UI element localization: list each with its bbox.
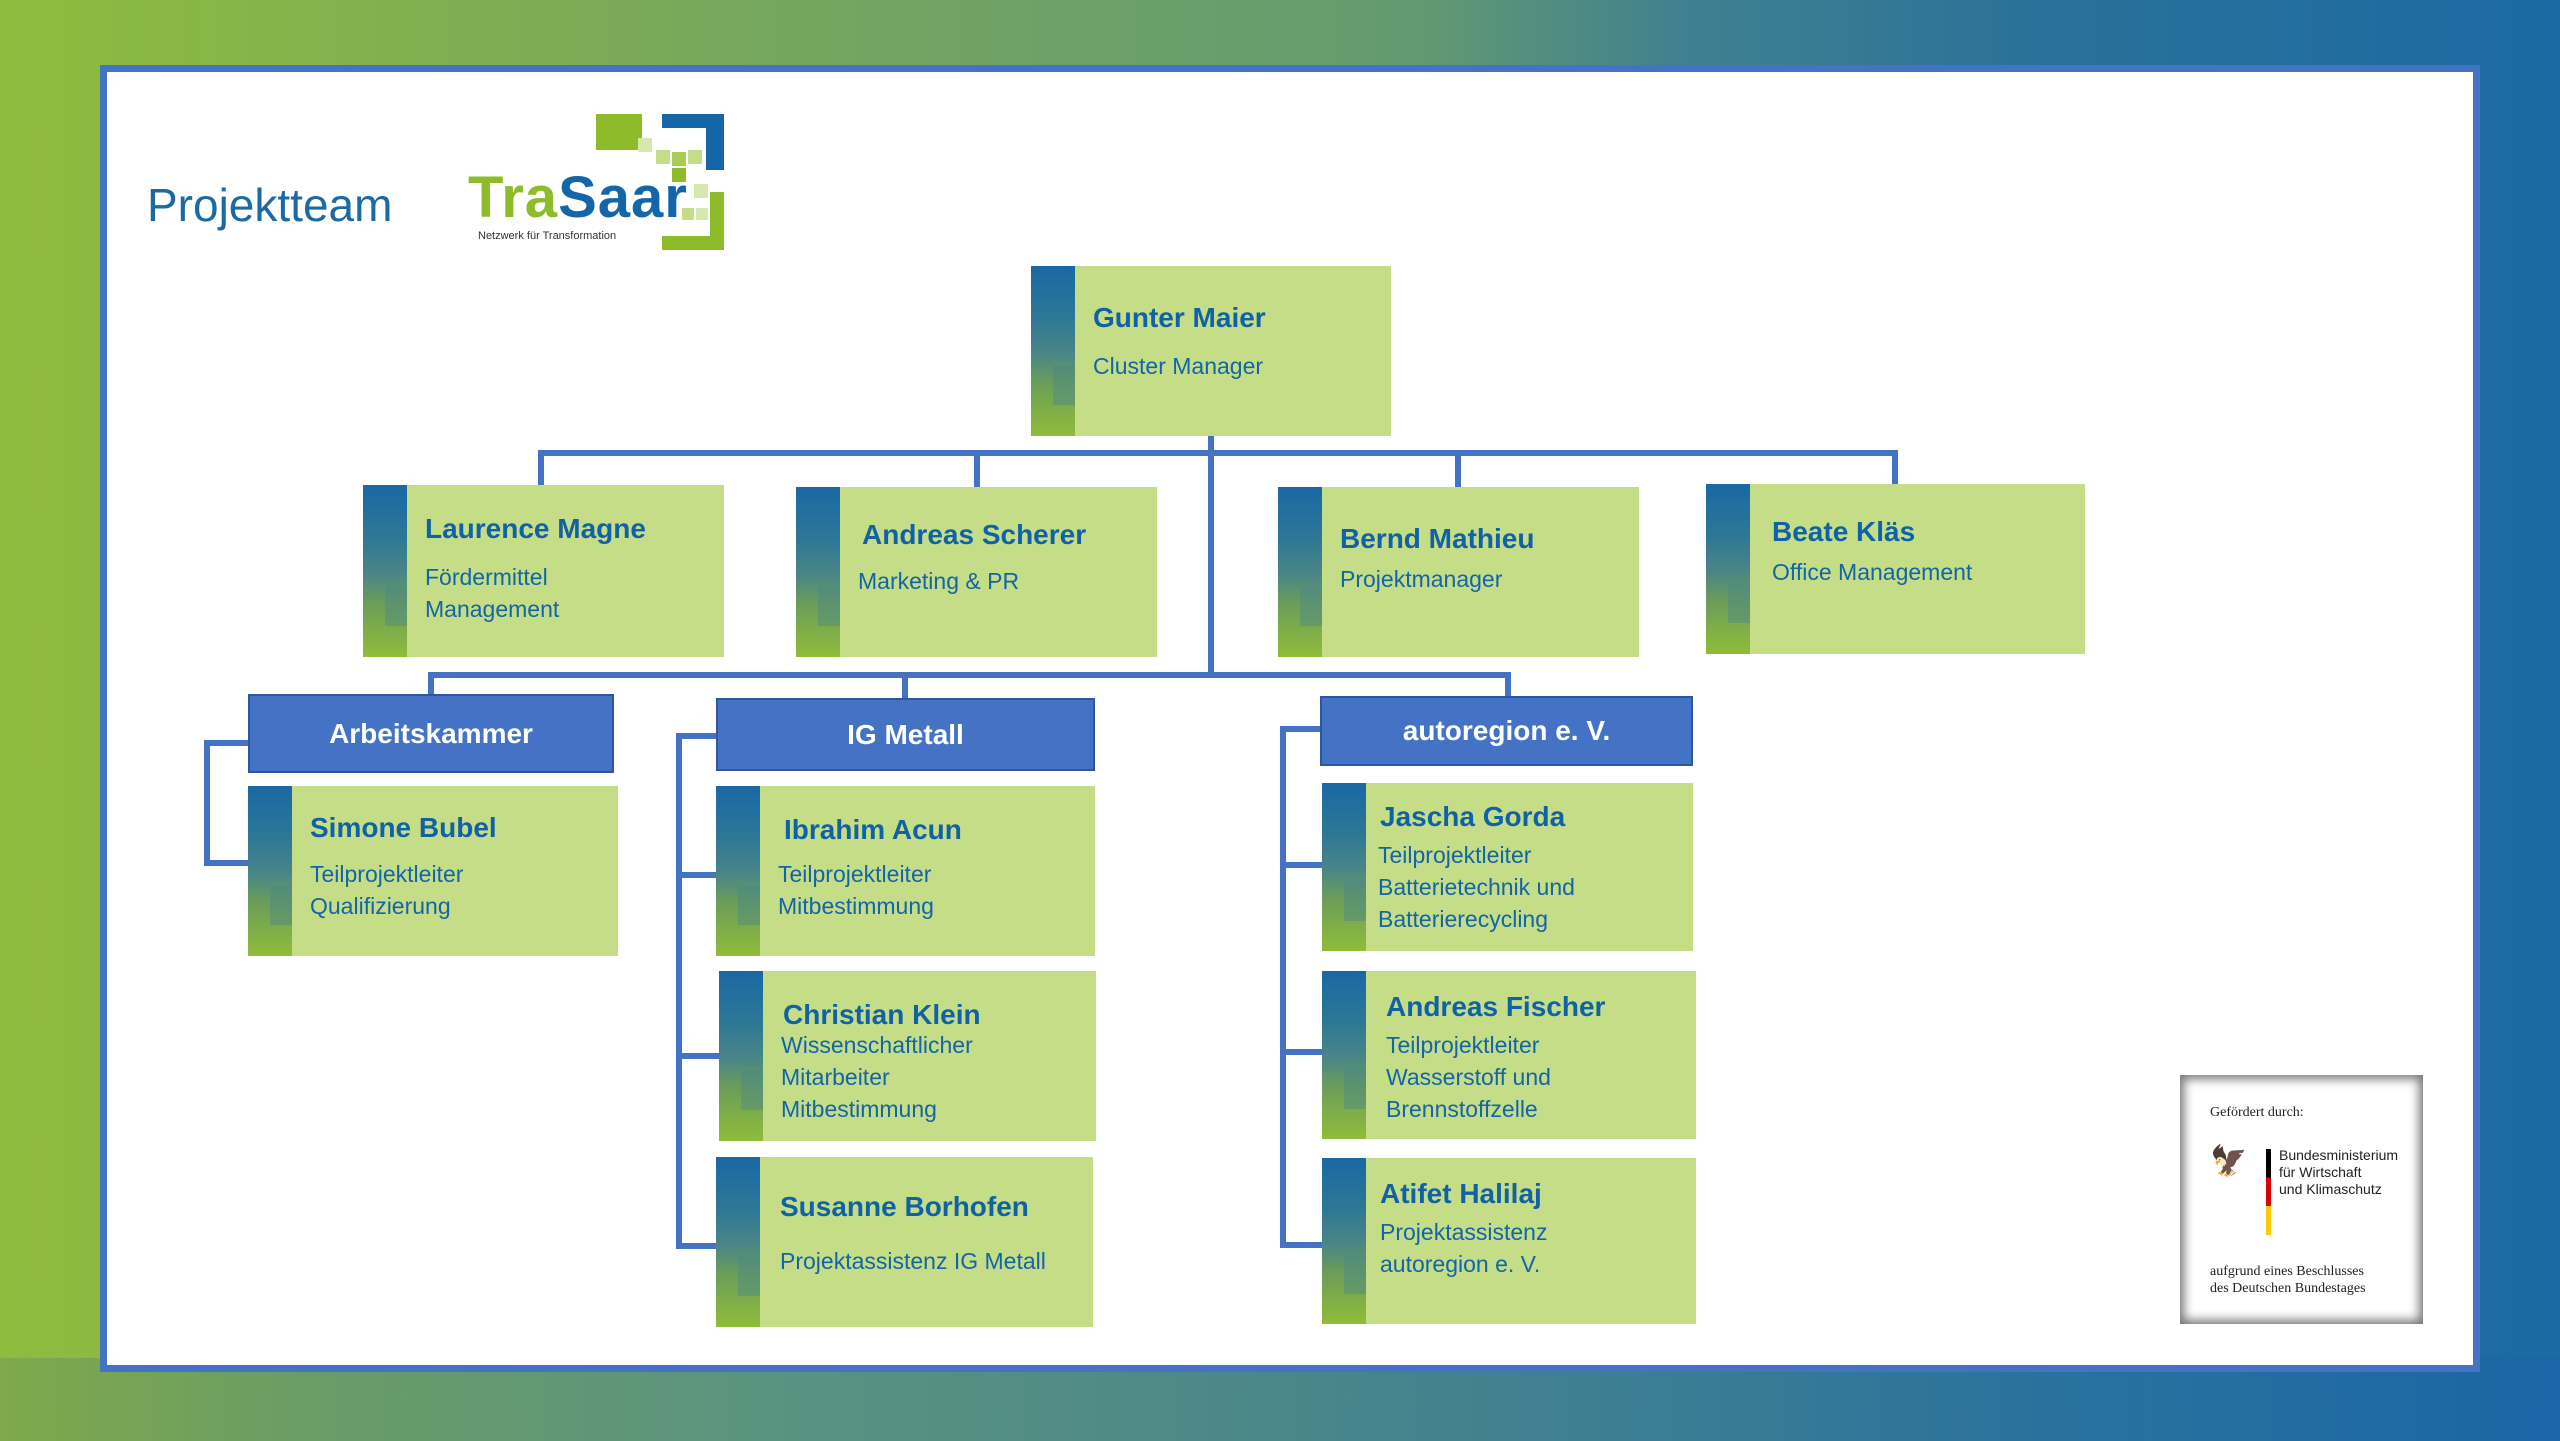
card-staff: Beate Kläs Office Management	[1706, 484, 2085, 654]
person-role: Teilprojektleiter Qualifizierung	[310, 861, 464, 919]
connector-bracket	[1280, 1049, 1322, 1055]
person-role: Projektmanager	[1340, 566, 1503, 592]
person-role: Teilprojektleiter Batterietechnik und Ba…	[1378, 842, 1575, 932]
funding-notice: Gefördert durch: 🦅 Bundesministerium für…	[2180, 1075, 2423, 1324]
card-stripe	[1031, 266, 1075, 436]
person-role: Fördermittel Management	[425, 564, 560, 622]
federal-eagle-icon: 🦅	[2210, 1145, 2248, 1178]
ministry-name: Bundesministerium für Wirtschaft und Kli…	[2279, 1147, 2399, 1197]
person-name: Gunter Maier	[1093, 302, 1266, 333]
logo-square	[656, 150, 670, 164]
person-role: Projektassistenz autoregion e. V.	[1380, 1219, 1548, 1277]
connector-bracket	[676, 733, 718, 739]
card-stripe	[1322, 971, 1366, 1139]
connector-bracket	[676, 1243, 718, 1249]
person-name: Atifet Halilaj	[1380, 1178, 1542, 1209]
person-role: Teilprojektleiter Mitbestimmung	[778, 861, 934, 919]
card-member: Simone Bubel Teilprojektleiter Qualifizi…	[248, 786, 618, 956]
logo-square	[696, 208, 708, 220]
person-name: Jascha Gorda	[1380, 801, 1566, 832]
logo-square	[688, 150, 702, 164]
logo-square	[672, 168, 686, 182]
connector-bracket	[1280, 726, 1286, 1248]
card-stripe	[1322, 783, 1366, 951]
org-header-autoregion: autoregion e. V.	[1320, 696, 1693, 766]
connector-bracket	[1280, 862, 1322, 868]
connector-staff-drop	[1455, 450, 1461, 488]
logo-square	[672, 152, 686, 166]
trasaar-logo: TraSaar Netzwerk für Transformation	[466, 112, 728, 252]
connector-staff-drop	[974, 450, 980, 488]
funding-decision: aufgrund eines Beschlusses des Deutschen…	[2210, 1264, 2366, 1296]
person-role: Marketing & PR	[858, 568, 1020, 594]
card-stripe	[796, 487, 840, 657]
connector-bracket	[1280, 726, 1322, 732]
logo-square	[596, 114, 634, 150]
card-stripe	[1706, 484, 1750, 654]
connector-bracket	[676, 1053, 720, 1059]
connector-org-drop	[1505, 672, 1511, 698]
person-name: Andreas Fischer	[1386, 991, 1606, 1022]
logo-square	[638, 138, 652, 152]
card-staff: Bernd Mathieu Projektmanager	[1278, 487, 1639, 657]
card-stripe	[719, 971, 763, 1141]
person-name: Beate Kläs	[1772, 516, 1916, 547]
card-staff: Andreas Scherer Marketing & PR	[796, 487, 1157, 657]
connector-bracket	[204, 860, 250, 866]
connector-bracket	[204, 740, 210, 866]
logo-square	[682, 208, 694, 220]
card-member: Christian Klein Wissenschaftlicher Mitar…	[719, 971, 1096, 1141]
person-name: Christian Klein	[783, 999, 981, 1030]
card-member: Susanne Borhofen Projektassistenz IG Met…	[716, 1157, 1093, 1327]
connector-org-drop	[902, 672, 908, 700]
person-role: Wissenschaftlicher Mitarbeiter Mitbestim…	[781, 1032, 973, 1122]
person-role: Cluster Manager	[1093, 353, 1264, 379]
person-name: Andreas Scherer	[862, 519, 1087, 550]
connector-trunk	[1208, 436, 1214, 678]
card-stripe	[716, 786, 760, 956]
card-stripe	[1278, 487, 1322, 657]
card-stripe	[1322, 1158, 1366, 1324]
logo-tra: Tra	[468, 165, 559, 230]
logo-square	[706, 114, 724, 170]
german-flag-bar	[2266, 1149, 2271, 1235]
card-stripe	[248, 786, 292, 956]
person-name: Laurence Magne	[425, 513, 646, 544]
logo-saar: Saar	[558, 165, 688, 230]
connector-staff-drop	[1892, 450, 1898, 485]
person-name: Ibrahim Acun	[784, 814, 962, 845]
connector-org-drop	[428, 672, 434, 696]
logo-tagline: Netzwerk für Transformation	[478, 230, 617, 242]
logo-square	[662, 236, 724, 250]
logo-wordmark: TraSaar	[468, 164, 688, 231]
card-stripe	[363, 485, 407, 657]
connector-staff-horizontal	[538, 450, 1898, 456]
logo-square	[710, 192, 724, 250]
funding-label: Gefördert durch:	[2210, 1105, 2304, 1120]
card-stripe	[716, 1157, 760, 1327]
card-member: Andreas Fischer Teilprojektleiter Wasser…	[1322, 971, 1696, 1139]
org-header-ig-metall: IG Metall	[716, 698, 1095, 771]
person-name: Simone Bubel	[310, 812, 497, 843]
connector-bracket	[1280, 1242, 1322, 1248]
card-staff: Laurence Magne Fördermittel Management	[363, 485, 724, 657]
org-header-arbeitskammer: Arbeitskammer	[248, 694, 614, 773]
connector-bracket	[204, 740, 250, 746]
connector-staff-drop	[538, 450, 544, 486]
card-member: Ibrahim Acun Teilprojektleiter Mitbestim…	[716, 786, 1095, 956]
card-lead: Gunter Maier Cluster Manager	[1031, 266, 1391, 436]
connector-bracket	[676, 872, 718, 878]
connector-orgs-horizontal	[428, 672, 1511, 678]
connector-bracket	[676, 733, 682, 1249]
card-member: Atifet Halilaj Projektassistenz autoregi…	[1322, 1158, 1696, 1324]
person-name: Bernd Mathieu	[1340, 523, 1535, 554]
person-role: Projektassistenz IG Metall	[780, 1248, 1046, 1274]
person-role: Office Management	[1772, 559, 1973, 585]
card-member: Jascha Gorda Teilprojektleiter Batteriet…	[1322, 783, 1693, 951]
person-role: Teilprojektleiter Wasserstoff und Brenns…	[1386, 1032, 1551, 1122]
logo-square	[694, 184, 708, 198]
page-title: Projektteam	[147, 179, 393, 231]
person-name: Susanne Borhofen	[780, 1191, 1029, 1222]
